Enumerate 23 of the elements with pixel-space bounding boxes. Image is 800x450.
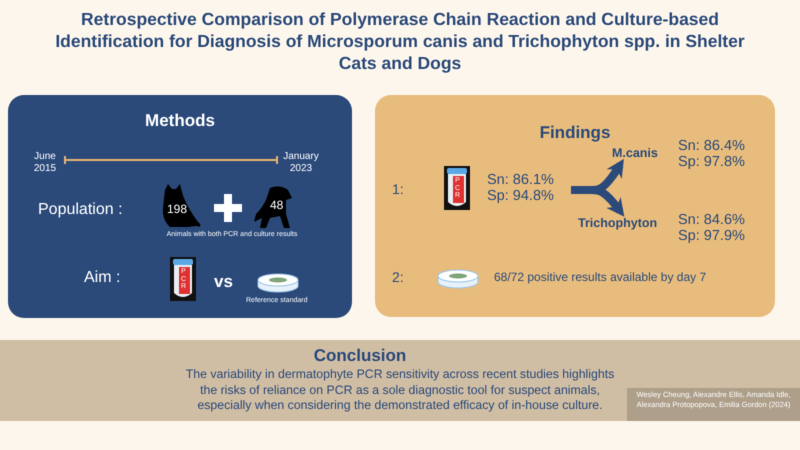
row-label: Aim : <box>84 269 120 288</box>
date-label: January 2023 <box>282 151 320 174</box>
finding-text: 68/72 positive results available by day 7 <box>494 271 706 285</box>
metric-values: Sn: 84.6% Sp: 97.9% <box>678 213 746 244</box>
findings-panel <box>375 95 775 317</box>
panel-heading: Methods <box>144 111 216 131</box>
date-label: June 2015 <box>32 151 58 174</box>
count-label: 198 <box>167 203 188 217</box>
conclusion-band <box>0 340 800 421</box>
item-number: 1: <box>392 181 404 198</box>
versus-text: vs <box>214 272 233 292</box>
metric-values: Sn: 86.4% Sp: 97.8% <box>678 139 746 170</box>
panel-heading: Findings <box>538 123 612 143</box>
count-label: 48 <box>270 199 284 213</box>
row-label: Population : <box>38 201 123 220</box>
conclusion-text: The variability in dermatophyte PCR sensitivity across recent studies highlights the risks of reliance on PCR as a sole diagnostic tool for suspect animals, especially when considering the demonstrated efficacy of in-house culture. <box>184 367 616 414</box>
item-number: 2: <box>392 269 404 286</box>
pcr-result: Sn: 86.1% Sp: 94.8% <box>487 173 569 207</box>
methods-panel <box>8 95 352 318</box>
panel-heading: Conclusion <box>312 346 408 366</box>
species-label: M.canis <box>612 144 674 162</box>
poster-title: Retrospective Comparison of Polymerase Chain Reaction and Culture-based Identification for Diagnosis of Microsporum canis and Trichophyton spp. in Shelter Cats and Dogs <box>54 8 746 74</box>
species-label: Trichophyton <box>578 214 676 232</box>
